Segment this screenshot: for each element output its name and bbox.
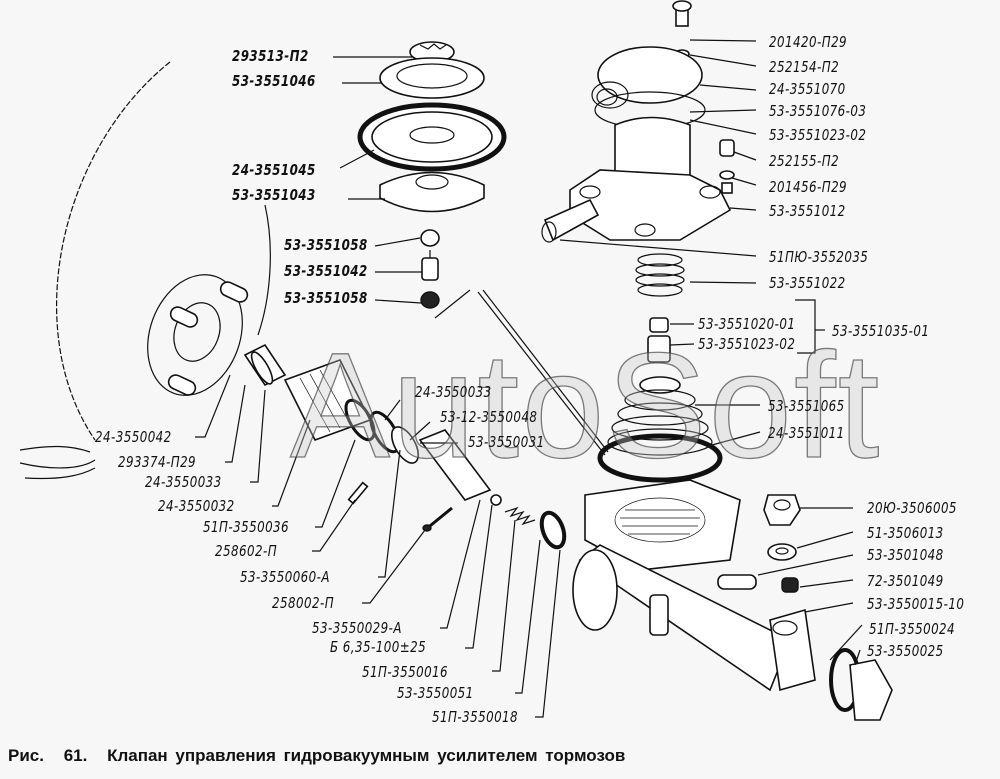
part-label: 293374-П29 bbox=[118, 453, 197, 471]
part-label: 24-3551070 bbox=[769, 80, 846, 98]
part-label: 53-3551012 bbox=[769, 202, 846, 220]
part-label: 258002-П bbox=[272, 594, 335, 612]
part-label: 201420-П29 bbox=[769, 33, 848, 51]
part-label: 51-3506013 bbox=[867, 524, 944, 542]
part-label: 201456-П29 bbox=[769, 178, 848, 196]
large-spring bbox=[597, 376, 723, 483]
part-label: 252155-П2 bbox=[769, 152, 840, 170]
part-label: 53-3551058 bbox=[284, 289, 368, 307]
part-label: 53-3551043 bbox=[232, 186, 316, 204]
part-label: 293513-П2 bbox=[232, 47, 309, 65]
leader-lines-bracket bbox=[669, 299, 825, 354]
poppet-valve bbox=[647, 317, 671, 363]
banjo-parts bbox=[717, 494, 801, 593]
part-label: 51ПЮ-3552035 bbox=[769, 248, 869, 266]
booster-outline-arc-lower bbox=[19, 445, 96, 480]
figure-number: 61. bbox=[63, 746, 88, 765]
leader-lines-bottom-right bbox=[757, 507, 863, 666]
piston-assembly bbox=[243, 343, 567, 550]
booster-flange bbox=[147, 274, 249, 396]
assembly-label: 53-3551035-01 bbox=[832, 322, 930, 340]
part-label: 53-3551022 bbox=[769, 274, 846, 292]
part-label: 53-3551020-01 bbox=[698, 315, 796, 333]
part-label: 53-3550031 bbox=[468, 433, 545, 451]
part-label: 53-3550060-А bbox=[240, 568, 330, 586]
part-label: 20Ю-3506005 bbox=[867, 499, 957, 517]
part-label: 24-3551045 bbox=[232, 161, 316, 179]
part-label: 51П-3550018 bbox=[432, 708, 519, 726]
part-label: 53-3551065 bbox=[768, 397, 845, 415]
part-label: 53-3550025 bbox=[867, 642, 944, 660]
part-label: 53-3550051 bbox=[397, 684, 474, 702]
cylinder-body bbox=[572, 479, 816, 692]
leader-lines-bottom-left bbox=[195, 374, 561, 718]
booster-outline-arc bbox=[56, 61, 171, 441]
diaphragm-stack bbox=[357, 41, 507, 213]
booster-outline-arc-right bbox=[257, 204, 271, 336]
part-label: 24-3550032 bbox=[158, 497, 235, 515]
part-label: 24-3550042 bbox=[95, 428, 172, 446]
end-plug bbox=[829, 648, 893, 721]
part-label: Б 6,35-100±25 bbox=[330, 638, 427, 656]
part-label: 24-3550033 bbox=[415, 383, 492, 401]
part-label: 51П-3550036 bbox=[203, 518, 290, 536]
part-label: 24-3551011 bbox=[768, 424, 845, 442]
figure-prefix: Рис. bbox=[8, 746, 44, 765]
part-label: 53-3551023-02 bbox=[769, 126, 867, 144]
part-label: 72-3501049 bbox=[867, 572, 944, 590]
small-valve-parts bbox=[420, 229, 440, 309]
part-label: 51П-3550016 bbox=[362, 663, 449, 681]
part-label: 53-3551046 bbox=[232, 72, 316, 90]
part-label: 53-3551023-02 bbox=[698, 335, 796, 353]
part-label: 24-3550033 bbox=[145, 473, 222, 491]
leader-lines-top-right bbox=[559, 39, 757, 284]
part-label: 53-3550029-А bbox=[312, 619, 402, 637]
assembly-axis-line-2 bbox=[482, 289, 609, 453]
part-label: 53-3551042 bbox=[284, 262, 368, 280]
leader-lines-top-left bbox=[333, 56, 471, 319]
figure-title: Клапан управления гидровакуумным усилите… bbox=[107, 746, 626, 765]
figure-caption: Рис. 61. Клапан управления гидровакуумны… bbox=[8, 746, 637, 766]
part-label: 51П-3550024 bbox=[869, 620, 956, 638]
part-label: 53-3551076-03 bbox=[769, 102, 867, 120]
part-label: 53-3550015-10 bbox=[867, 595, 965, 613]
part-label: 53-3551058 bbox=[284, 236, 368, 254]
part-label: 258602-П bbox=[215, 542, 278, 560]
part-label: 53-3501048 bbox=[867, 546, 944, 564]
leader-lines-middle-right bbox=[695, 404, 761, 446]
part-label: 252154-П2 bbox=[769, 58, 840, 76]
small-spring bbox=[635, 253, 685, 297]
part-label: 53-12-3550048 bbox=[440, 408, 538, 426]
assembly-axis-line bbox=[477, 291, 606, 456]
valve-housing-top bbox=[541, 0, 735, 243]
